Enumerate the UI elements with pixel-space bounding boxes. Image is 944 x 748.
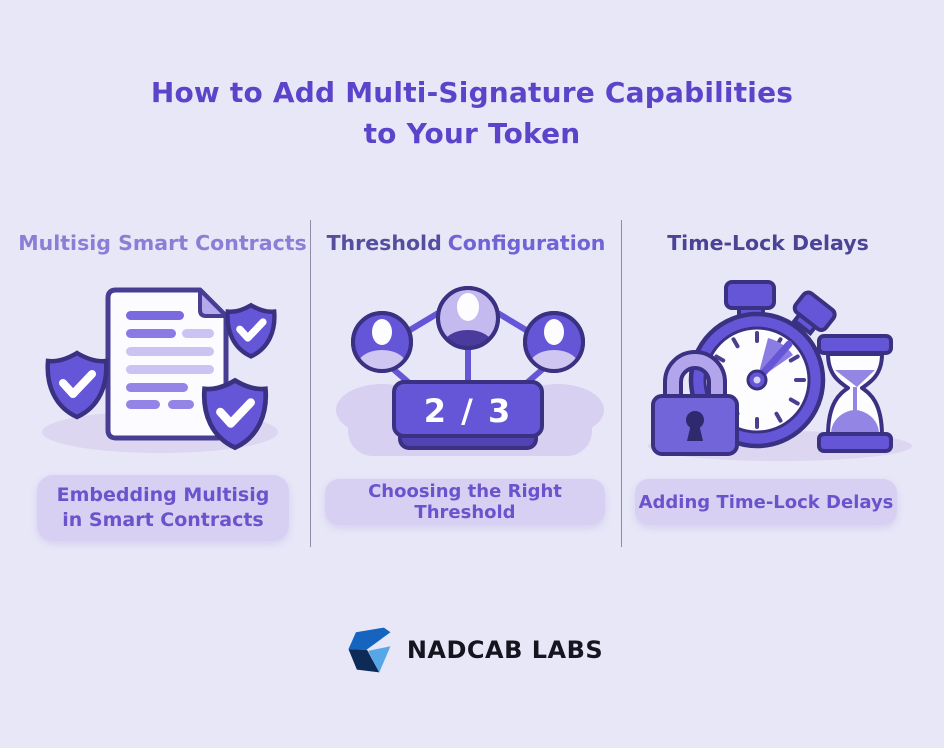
shield-check-icon-top bbox=[228, 305, 275, 356]
timelock-illustration bbox=[640, 268, 920, 472]
column-header-multisig: Multisig Smart Contracts bbox=[18, 231, 307, 255]
header-threshold-word1: Threshold bbox=[326, 231, 442, 255]
caption-timelock: Adding Time-Lock Delays bbox=[635, 479, 897, 525]
page-title: How to Add Multi-Signature Capabilities … bbox=[0, 72, 944, 154]
page-title-line2: to Your Token bbox=[363, 117, 581, 150]
hourglass-icon bbox=[817, 334, 893, 453]
header-threshold-word2: Configuration bbox=[447, 231, 606, 255]
shield-check-icon-bottom bbox=[204, 380, 265, 447]
caption-multisig-line2: in Smart Contracts bbox=[62, 509, 264, 531]
keyhole bbox=[686, 411, 704, 429]
column-header-timelock: Time-Lock Delays bbox=[667, 231, 869, 255]
folded-corner bbox=[198, 288, 228, 318]
threshold-illustration: 2 / 3 bbox=[330, 270, 610, 464]
column-divider-left bbox=[310, 220, 311, 547]
signers-network-icon: 2 / 3 bbox=[336, 286, 604, 456]
column-divider-right bbox=[621, 220, 622, 547]
threshold-badge-text: 2 / 3 bbox=[424, 392, 513, 430]
document-shield-icon bbox=[42, 287, 278, 453]
avatar-icon-left bbox=[351, 311, 413, 373]
caption-threshold: Choosing the Right Threshold bbox=[325, 479, 605, 525]
caption-multisig: Embedding Multisig in Smart Contracts bbox=[37, 475, 289, 541]
padlock-icon bbox=[651, 350, 739, 456]
nadcab-logo-icon bbox=[348, 627, 391, 673]
avatar-icon-right bbox=[523, 311, 585, 373]
threshold-badge: 2 / 3 bbox=[392, 380, 544, 450]
caption-multisig-line1: Embedding Multisig bbox=[56, 484, 270, 506]
footer-brand: NADCAB LABS bbox=[0, 618, 944, 682]
shield-check-icon-left bbox=[48, 353, 107, 417]
avatar-icon-center bbox=[436, 286, 500, 350]
page-title-line1: How to Add Multi-Signature Capabilities bbox=[150, 76, 794, 109]
multisig-contract-illustration bbox=[30, 270, 290, 464]
brand-name: NADCAB LABS bbox=[406, 636, 604, 664]
timelock-icon-group bbox=[648, 280, 912, 461]
document-icon bbox=[105, 287, 229, 441]
